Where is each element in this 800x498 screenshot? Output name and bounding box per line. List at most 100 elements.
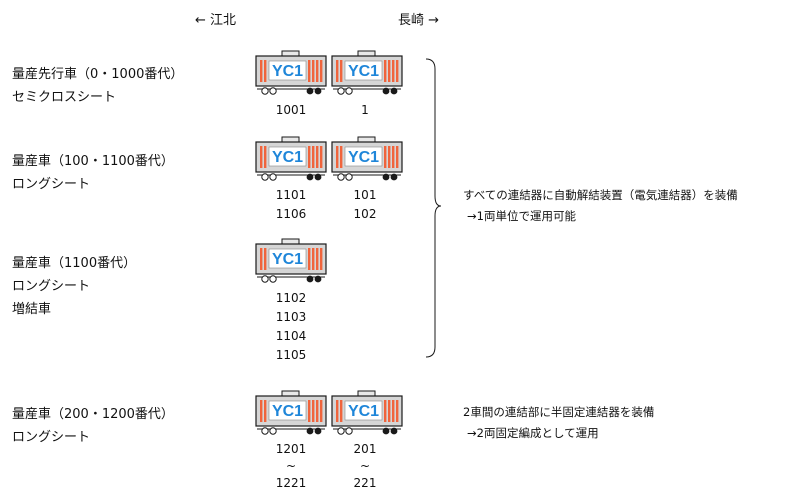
- stripe: [320, 400, 323, 422]
- wheel-icon: [269, 173, 277, 181]
- stripe: [336, 400, 339, 422]
- wheel-icon: [345, 87, 353, 95]
- stripe: [384, 400, 387, 422]
- stripe: [308, 248, 311, 270]
- stripe: [388, 400, 391, 422]
- car-number: 1104: [275, 329, 307, 343]
- group-label: 量産車（200・1200番代） ロングシート: [12, 403, 174, 449]
- wheel-icon: [382, 173, 390, 181]
- car-logo: YC1: [348, 403, 379, 420]
- car-logo: YC1: [272, 149, 303, 166]
- wheel-icon: [261, 87, 269, 95]
- car-number: 1106: [275, 207, 307, 221]
- stripe: [384, 60, 387, 82]
- stripe: [340, 60, 343, 82]
- stripe: [260, 400, 263, 422]
- wheel-icon: [306, 87, 314, 95]
- stripe: [336, 60, 339, 82]
- note-line: →2両固定編成として運用: [467, 426, 599, 440]
- group-title: 量産車（200・1200番代）: [12, 407, 174, 422]
- logo-panel: [344, 146, 383, 167]
- wheel-icon: [269, 87, 277, 95]
- stripe: [260, 146, 263, 168]
- stripe: [312, 400, 315, 422]
- range-tilde: ~: [285, 459, 297, 473]
- car-logo: YC1: [348, 63, 379, 80]
- group-subtitle: 増結車: [12, 302, 52, 317]
- pantograph: [281, 50, 300, 57]
- car-numbers-right: 201 ~ 221: [333, 441, 397, 492]
- stripe: [388, 146, 391, 168]
- railcar-left: YC1: [255, 390, 327, 435]
- wheel-icon: [337, 427, 345, 435]
- stripe: [392, 60, 395, 82]
- wheel-icon: [306, 275, 314, 283]
- stripe: [340, 146, 343, 168]
- wheel-icon: [314, 173, 322, 181]
- wheel-icon: [314, 87, 322, 95]
- pantograph: [357, 50, 376, 57]
- wheel-icon: [306, 173, 314, 181]
- logo-panel: [268, 146, 307, 167]
- car-number: 1105: [275, 348, 307, 362]
- group-label: 量産先行車（0・1000番代） セミクロスシート: [12, 63, 183, 109]
- wheel-icon: [306, 427, 314, 435]
- stripe: [396, 60, 399, 82]
- wheel-icon: [390, 87, 398, 95]
- group-seat-type: ロングシート: [12, 430, 91, 445]
- direction-left: ← 江北: [195, 13, 237, 28]
- logo-panel: [268, 400, 307, 421]
- stripe: [384, 146, 387, 168]
- car-logo: YC1: [272, 251, 303, 268]
- logo-panel: [268, 60, 307, 81]
- stripe: [308, 146, 311, 168]
- car-logo: YC1: [348, 149, 379, 166]
- group-label: 量産車（100・1100番代） ロングシート: [12, 150, 174, 196]
- wheel-icon: [261, 173, 269, 181]
- stripe: [320, 248, 323, 270]
- stripe: [264, 248, 267, 270]
- stripe: [316, 400, 319, 422]
- stripe: [392, 146, 395, 168]
- car-number: 1103: [275, 310, 307, 324]
- pantograph: [357, 136, 376, 143]
- group-seat-type: ロングシート: [12, 279, 91, 294]
- car-number: 102: [353, 207, 377, 221]
- group-seat-type: セミクロスシート: [12, 90, 117, 105]
- stripe: [312, 60, 315, 82]
- wheel-icon: [382, 427, 390, 435]
- group-title: 量産車（100・1100番代）: [12, 154, 174, 169]
- wheel-icon: [314, 427, 322, 435]
- group-label: 量産車（1100番代） ロングシート 増結車: [12, 252, 136, 321]
- railcar-left: YC1: [255, 136, 327, 181]
- wheel-icon: [390, 427, 398, 435]
- note-line: すべての連結器に自動解結装置（電気連結器）を装備: [463, 188, 738, 202]
- wheel-icon: [261, 275, 269, 283]
- railcar-right: YC1: [331, 50, 403, 95]
- car-numbers-right: 1: [333, 101, 397, 120]
- stripe: [308, 60, 311, 82]
- note-line: →1両単位で運用可能: [467, 209, 576, 223]
- stripe: [312, 248, 315, 270]
- stripe: [316, 248, 319, 270]
- stripe: [340, 400, 343, 422]
- wheel-icon: [337, 173, 345, 181]
- car-number: 101: [353, 188, 377, 202]
- wheel-icon: [345, 173, 353, 181]
- wheel-icon: [382, 87, 390, 95]
- car-number: 1102: [275, 291, 307, 305]
- wheel-icon: [390, 173, 398, 181]
- car-logo: YC1: [272, 63, 303, 80]
- wheel-icon: [337, 87, 345, 95]
- wheel-icon: [261, 427, 269, 435]
- brace-note: すべての連結器に自動解結装置（電気連結器）を装備 →1両単位で運用可能: [463, 185, 738, 227]
- railcar-single: YC1: [255, 238, 327, 283]
- car-number: 1101: [275, 188, 307, 202]
- pantograph: [281, 238, 300, 245]
- railcar-right: YC1: [331, 136, 403, 181]
- logo-panel: [344, 400, 383, 421]
- stripe: [260, 60, 263, 82]
- pantograph: [281, 390, 300, 397]
- stripe: [392, 400, 395, 422]
- car-number: 221: [353, 476, 377, 490]
